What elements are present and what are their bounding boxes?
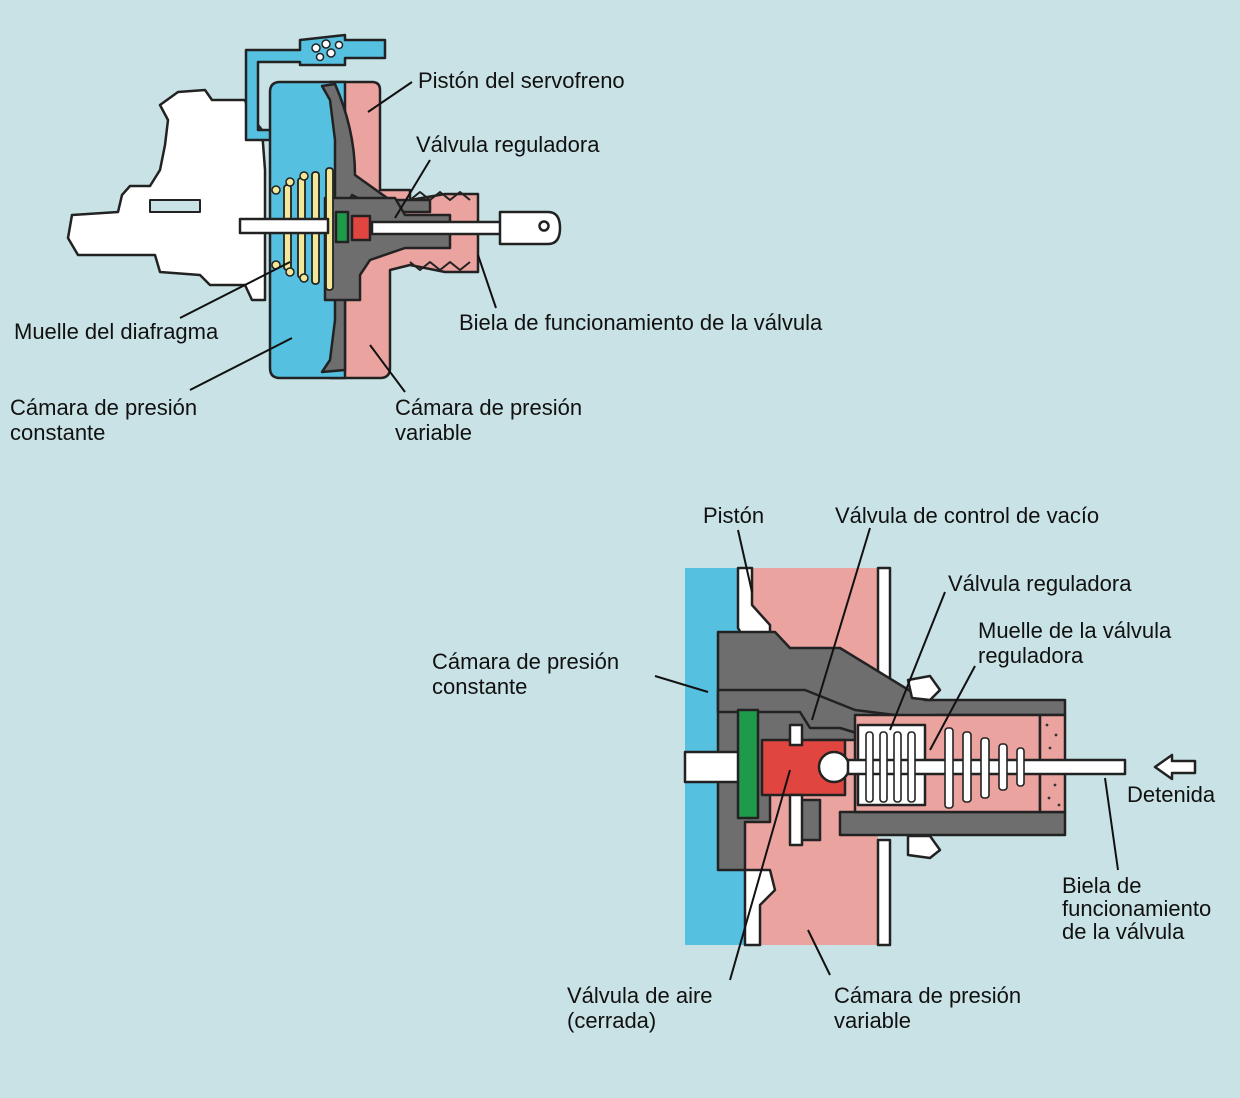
label-air-valve-2: (cerrada): [567, 1008, 657, 1033]
label-stopped: Detenida: [1127, 782, 1216, 807]
label-air-valve-1: Válvula de aire: [567, 983, 713, 1008]
top-booster-piston: [320, 82, 432, 374]
leader-lines: [179, 81, 1119, 981]
label-vacuum-valve: Válvula de control de vacío: [835, 503, 1100, 528]
bottom-rod-ball: [817, 750, 851, 784]
label-valve-spring-1: Muelle de la válvula: [978, 618, 1172, 643]
top-reaction-disc: [334, 210, 350, 244]
bottom-valve-diagram: [683, 566, 1197, 947]
top-booster-diagram: [66, 33, 562, 380]
label-variable-chamber-top-1: Cámara de presión: [395, 395, 583, 420]
label-constant-chamber-top-1: Cámara de presión: [10, 395, 198, 420]
label-valve-operating-rod-bottom-2: funcionamiento: [1062, 896, 1212, 921]
label-variable-chamber-top-2: variable: [395, 420, 473, 445]
top-rod-clevis: [498, 210, 562, 246]
vacuum-hose: [244, 33, 387, 142]
label-variable-chamber-bottom-1: Cámara de presión: [834, 983, 1022, 1008]
label-control-valve-bottom: Válvula reguladora: [948, 571, 1132, 596]
label-constant-chamber-bottom-1: Cámara de presión: [432, 649, 620, 674]
top-push-rod: [238, 217, 330, 235]
label-valve-operating-rod-top: Biela de funcionamiento de la válvula: [459, 310, 823, 335]
label-diaphragm-spring: Muelle del diafragma: [14, 319, 219, 344]
bottom-reaction-disc: [736, 708, 760, 820]
bottom-valve-spring: [865, 727, 1025, 809]
label-constant-chamber-bottom-2: constante: [432, 674, 528, 699]
label-booster-piston: Pistón del servofreno: [418, 68, 625, 93]
top-valve-rod: [370, 220, 504, 236]
bottom-air-valve: [760, 738, 847, 797]
master-cylinder: [66, 88, 267, 302]
top-air-valve: [350, 214, 372, 242]
bottom-push-rod: [683, 750, 747, 784]
stopped-arrow-icon: [1153, 753, 1197, 781]
label-valve-spring-2: reguladora: [978, 643, 1084, 668]
label-valve-operating-rod-bottom-1: Biela de: [1062, 873, 1142, 898]
label-piston: Pistón: [703, 503, 765, 528]
label-control-valve-top: Válvula reguladora: [416, 132, 600, 157]
label-constant-chamber-top-2: constante: [10, 420, 106, 445]
label-variable-chamber-bottom-2: variable: [834, 1008, 912, 1033]
label-valve-operating-rod-bottom-3: de la válvula: [1062, 919, 1185, 944]
